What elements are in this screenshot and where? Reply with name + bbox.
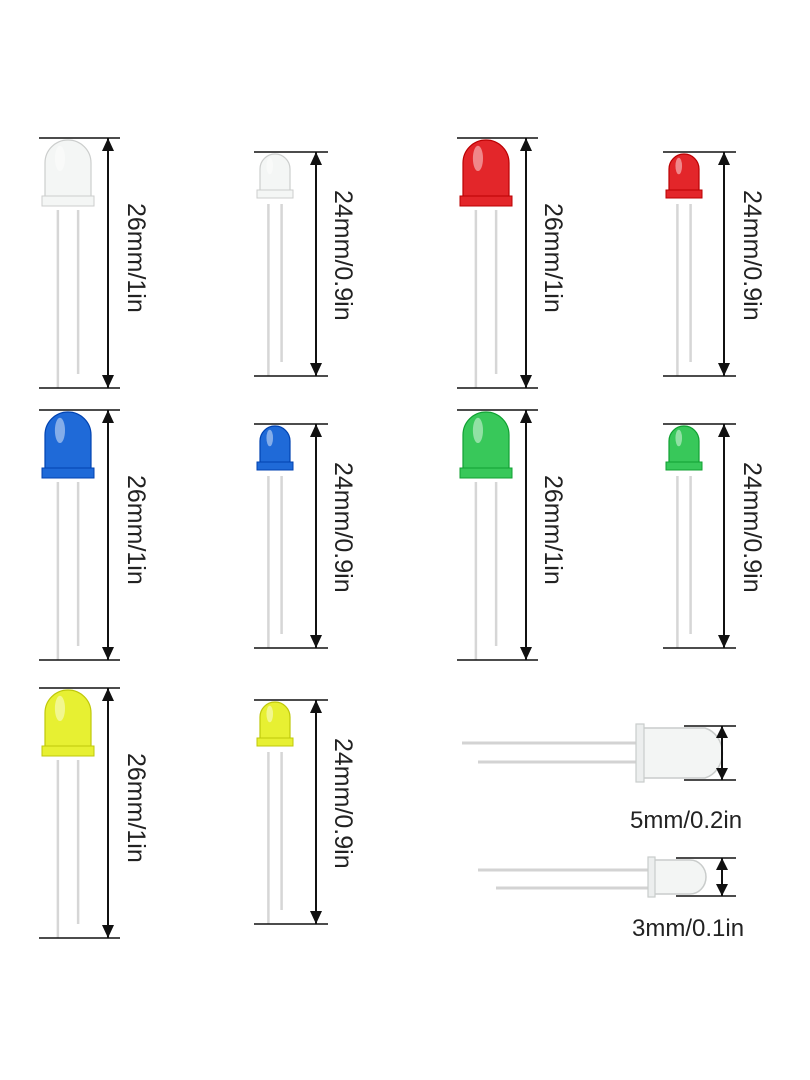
- arrow-down: [718, 363, 730, 376]
- horizontal-led-3mm: 3mm/0.1in: [478, 856, 744, 942]
- led-yellow-3mm: 24mm/0.9in: [254, 699, 357, 925]
- led-flange-5mm: [635, 723, 645, 783]
- arrow-down: [520, 647, 532, 660]
- led-flange: [459, 467, 513, 479]
- arrow-up: [718, 152, 730, 165]
- arrow-up: [102, 688, 114, 701]
- dimension-label: 26mm/1in: [122, 753, 150, 863]
- led-white-3mm: 24mm/0.9in: [254, 151, 357, 377]
- arrow-down: [310, 363, 322, 376]
- led-dome: [44, 139, 92, 199]
- led-flange: [256, 189, 294, 199]
- arrow-up: [102, 410, 114, 423]
- led-flange: [41, 745, 95, 757]
- led-highlight: [472, 145, 484, 172]
- led-red-5mm: 26mm/1in: [457, 137, 567, 389]
- led-blue-3mm: 24mm/0.9in: [254, 423, 357, 649]
- led-dome: [259, 153, 291, 193]
- arrow-up: [102, 138, 114, 151]
- dimension-label: 24mm/0.9in: [738, 462, 766, 593]
- led-green-5mm: 26mm/1in: [457, 409, 567, 661]
- led-highlight: [54, 145, 66, 172]
- led-dome: [44, 411, 92, 471]
- arrow-down: [310, 635, 322, 648]
- led-red-3mm: 24mm/0.9in: [663, 151, 766, 377]
- led-dome: [259, 701, 291, 741]
- diameter-label-3mm: 3mm/0.1in: [632, 915, 744, 942]
- arrow-up: [310, 700, 322, 713]
- arrow-down: [520, 375, 532, 388]
- dimension-label: 24mm/0.9in: [329, 190, 357, 321]
- led-dome: [44, 689, 92, 749]
- arrow-down: [102, 925, 114, 938]
- led-green-3mm: 24mm/0.9in: [663, 423, 766, 649]
- arrow-up-5mm: [716, 726, 728, 738]
- led-body-5mm-horizontal: [639, 727, 724, 779]
- led-flange-3mm: [647, 856, 656, 898]
- led-flange: [256, 461, 294, 471]
- led-flange: [665, 461, 703, 471]
- arrow-down: [102, 647, 114, 660]
- arrow-up: [310, 152, 322, 165]
- led-dome: [259, 425, 291, 465]
- led-flange: [41, 195, 95, 207]
- led-highlight: [54, 417, 66, 444]
- arrow-up: [520, 138, 532, 151]
- arrow-down-5mm: [716, 768, 728, 780]
- arrow-up: [310, 424, 322, 437]
- led-highlight: [675, 157, 683, 175]
- led-highlight: [675, 429, 683, 447]
- arrow-up-3mm: [716, 858, 728, 870]
- dimension-label: 24mm/0.9in: [738, 190, 766, 321]
- diameter-label-5mm: 5mm/0.2in: [630, 807, 742, 834]
- arrow-down-3mm: [716, 884, 728, 896]
- led-highlight: [472, 417, 484, 444]
- arrow-down: [102, 375, 114, 388]
- arrow-up: [718, 424, 730, 437]
- horizontal-led-5mm: 5mm/0.2in: [462, 723, 742, 834]
- led-dome: [668, 425, 700, 465]
- dimension-label: 26mm/1in: [122, 475, 150, 585]
- led-dome: [462, 139, 510, 199]
- led-dome: [668, 153, 700, 193]
- dimension-label: 26mm/1in: [539, 475, 567, 585]
- led-blue-5mm: 26mm/1in: [39, 409, 150, 661]
- dimension-label: 26mm/1in: [539, 203, 567, 313]
- arrow-down: [310, 911, 322, 924]
- dimension-label: 24mm/0.9in: [329, 738, 357, 869]
- led-flange: [665, 189, 703, 199]
- led-highlight: [266, 429, 274, 447]
- led-flange: [459, 195, 513, 207]
- dimension-label: 26mm/1in: [122, 203, 150, 313]
- arrow-up: [520, 410, 532, 423]
- led-highlight: [54, 695, 66, 722]
- led-body-3mm-horizontal: [651, 859, 707, 895]
- led-dome: [462, 411, 510, 471]
- arrow-down: [718, 635, 730, 648]
- led-yellow-5mm: 26mm/1in: [39, 687, 150, 939]
- led-flange: [41, 467, 95, 479]
- dimension-label: 24mm/0.9in: [329, 462, 357, 593]
- led-white-5mm: 26mm/1in: [39, 137, 150, 389]
- led-flange: [256, 737, 294, 747]
- led-highlight: [266, 157, 274, 175]
- led-group: 26mm/1in 24mm/0.9in 26mm/1in 24mm/0.9in 26mm…: [39, 137, 766, 939]
- led-highlight: [266, 705, 274, 723]
